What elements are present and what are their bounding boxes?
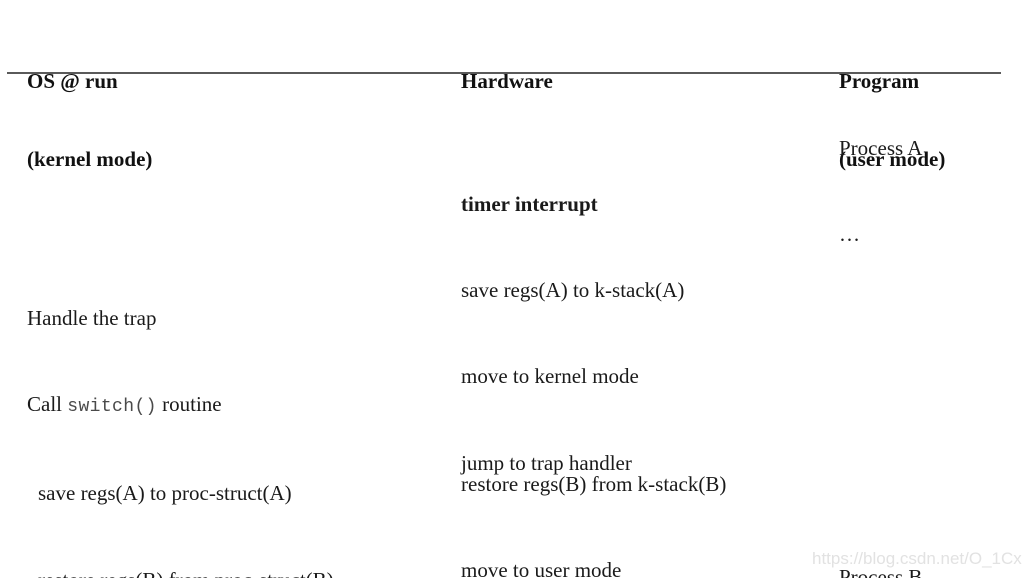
header-separator-rule — [7, 72, 1001, 74]
program-line-process-a: Process A — [839, 135, 923, 160]
hardware-block-timer-interrupt: timer interrupt save regs(A) to k-stack(… — [461, 132, 684, 535]
program-ellipsis-a: … — [839, 221, 861, 246]
column-header-hardware: Hardware — [461, 16, 553, 146]
os-line-call-switch-mono: switch() — [67, 396, 157, 417]
os-line-call-switch-routine: Call switch() routine — [27, 390, 334, 422]
hardware-line-move-to-user-mode: move to user mode — [461, 557, 622, 578]
column-header-os: OS @ run (kernel mode) — [27, 16, 152, 224]
os-block-handle-trap: Handle the trap Call switch() routine sa… — [27, 246, 334, 578]
os-line-call-switch-prefix: Call — [27, 391, 68, 416]
os-line-save-regs-a: save regs(A) to proc-struct(A) — [38, 481, 292, 506]
program-block-process-a: Process A … — [839, 76, 922, 306]
watermark: https://blog.csdn.net/O_1CxH — [812, 549, 1022, 568]
column-header-program-line2: (user mode) — [839, 147, 946, 171]
hardware-line-restore-regs-b: restore regs(B) from k-stack(B) — [461, 471, 727, 496]
hardware-line-timer-interrupt: timer interrupt — [461, 191, 598, 216]
hardware-block-return-to-user: restore regs(B) from k-stack(B) move to … — [461, 412, 726, 578]
hardware-line-move-to-kernel-mode: move to kernel mode — [461, 364, 639, 389]
program-block-process-b: Process B … — [839, 505, 922, 578]
column-header-os-line2: (kernel mode) — [27, 147, 153, 171]
hardware-line-save-regs-a: save regs(A) to k-stack(A) — [461, 277, 685, 302]
os-line-handle-the-trap: Handle the trap — [27, 305, 157, 330]
os-line-call-switch-suffix: routine — [156, 391, 222, 416]
os-line-restore-regs-b: restore regs(B) from proc-struct(B) — [27, 566, 334, 578]
program-line-process-b: Process B — [839, 564, 923, 578]
hardware-line-jump-to-trap-handler: jump to trap handler — [461, 450, 632, 475]
